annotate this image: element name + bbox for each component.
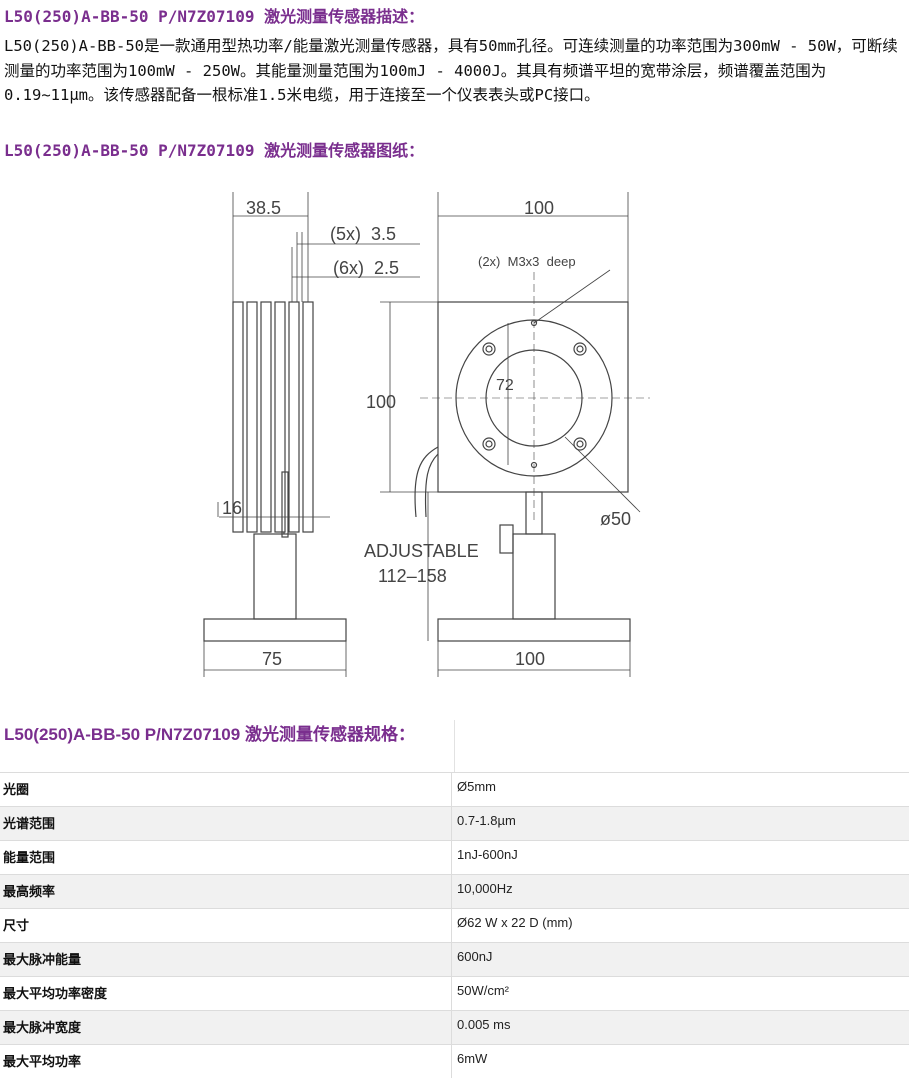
table-row: 最大平均功率密度 50W/cm² xyxy=(0,976,909,1010)
dim-bottom-100: 100 xyxy=(515,649,545,669)
adjustable-range: 112–158 xyxy=(378,566,447,586)
dim-m3: (2x) M3x3 deep xyxy=(478,254,576,269)
table-row: 最大脉冲能量 600nJ xyxy=(0,942,909,976)
spec-title: L50(250)A-BB-50 P/N7Z07109 激光测量传感器规格： xyxy=(4,725,415,744)
drawing-heading: L50(250)A-BB-50 P/N7Z07109 激光测量传感器图纸： xyxy=(4,141,425,160)
spec-value: Ø5mm xyxy=(457,779,496,794)
spec-value: 0.7-1.8µm xyxy=(457,813,516,828)
dim-16: 16 xyxy=(222,498,242,518)
spec-value: Ø62 W x 22 D (mm) xyxy=(457,915,573,930)
spec-table-header: L50(250)A-BB-50 P/N7Z07109 激光测量传感器规格： xyxy=(0,720,909,772)
dim-5x: (5x) 3.5 xyxy=(330,224,396,244)
spec-value: 50W/cm² xyxy=(457,983,509,998)
adjustable-label: ADJUSTABLE xyxy=(364,541,479,561)
spec-label: 最高频率 xyxy=(0,875,452,908)
spec-label: 能量范围 xyxy=(0,841,452,874)
dim-38-5: 38.5 xyxy=(246,198,281,218)
table-row: 尺寸 Ø62 W x 22 D (mm) xyxy=(0,908,909,942)
spec-value: 600nJ xyxy=(457,949,493,964)
spec-label: 最大平均功率密度 xyxy=(0,977,452,1010)
description-text: L50(250)A-BB-50是一款通用型热功率/能量激光测量传感器，具有50m… xyxy=(4,37,898,104)
sensor-technical-drawing: 38.5 (5x) 3.5 (6x) 2.5 100 (2x) M3x3 dee… xyxy=(203,192,650,677)
spec-table: L50(250)A-BB-50 P/N7Z07109 激光测量传感器规格： 光圈… xyxy=(0,720,909,1078)
dim-top-100: 100 xyxy=(524,198,554,218)
spec-label: 最大平均功率 xyxy=(0,1045,452,1078)
description-heading: L50(250)A-BB-50 P/N7Z07109 激光测量传感器描述： xyxy=(4,7,425,26)
spec-rows: 光圈 Ø5mm 光谱范围 0.7-1.8µm 能量范围 1nJ-600nJ 最高频率 1… xyxy=(0,772,909,1078)
spec-value: 1nJ-600nJ xyxy=(457,847,518,862)
spec-value: 6mW xyxy=(457,1051,488,1066)
table-row: 能量范围 1nJ-600nJ xyxy=(0,840,909,874)
dim-d50: ø50 xyxy=(600,509,631,529)
dim-left-100: 100 xyxy=(366,392,396,412)
dim-75: 75 xyxy=(262,649,282,669)
dim-6x: (6x) 2.5 xyxy=(333,258,399,278)
table-row: 最大平均功率 6mW xyxy=(0,1044,909,1078)
spec-value: 0.005 ms xyxy=(457,1017,511,1032)
spec-value: 10,000Hz xyxy=(457,881,513,896)
table-row: 最高频率 10,000Hz xyxy=(0,874,909,908)
table-row: 光圈 Ø5mm xyxy=(0,772,909,806)
dim-72: 72 xyxy=(496,377,514,394)
spec-label: 光圈 xyxy=(0,773,452,806)
spec-label: 光谱范围 xyxy=(0,807,452,840)
table-row: 光谱范围 0.7-1.8µm xyxy=(0,806,909,840)
spec-label: 最大脉冲能量 xyxy=(0,943,452,976)
spec-label: 最大脉冲宽度 xyxy=(0,1011,452,1044)
spec-label: 尺寸 xyxy=(0,909,452,942)
table-row: 最大脉冲宽度 0.005 ms xyxy=(0,1010,909,1044)
